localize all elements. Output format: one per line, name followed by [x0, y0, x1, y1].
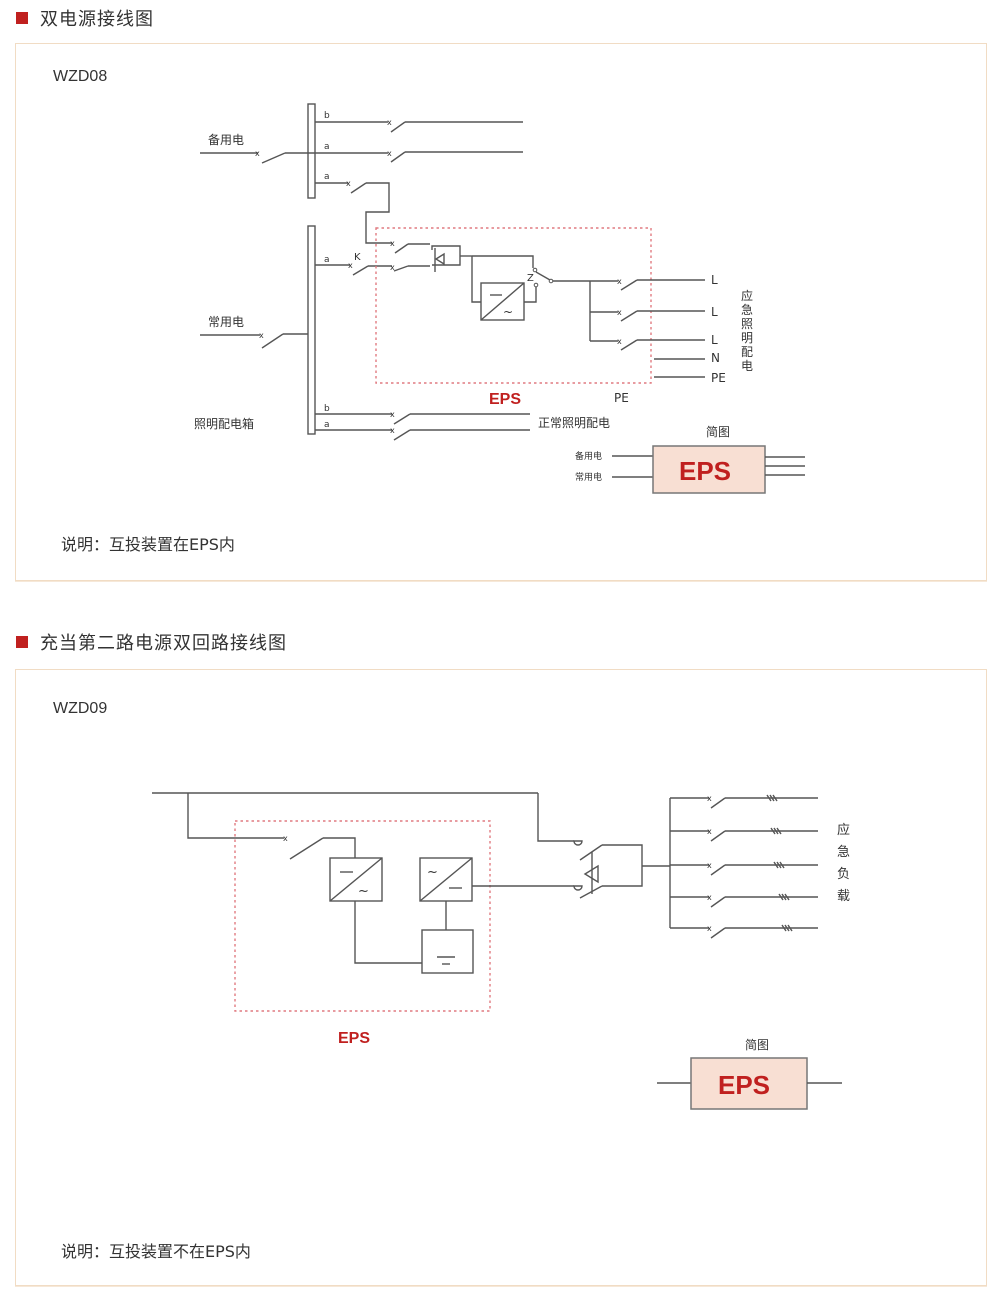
label-switch-k: K	[354, 252, 361, 263]
branch-circuit: x	[670, 924, 818, 939]
simple-input-normal: 常用电	[575, 471, 602, 483]
label-emergency-load: 应 急 负 载	[837, 822, 850, 904]
label-bus-a-top2: a	[324, 172, 330, 182]
branch-circuit: x	[670, 861, 818, 876]
branch-circuit: x	[670, 794, 818, 809]
svg-text:x: x	[707, 794, 712, 803]
diagram-code: WZD08	[53, 68, 108, 85]
label-backup-power: 备用电	[208, 133, 244, 147]
svg-text:~: ~	[358, 884, 369, 899]
svg-text:急: 急	[741, 302, 753, 317]
svg-text:照: 照	[741, 317, 753, 331]
section-title-dual-power: 双电源接线图	[16, 5, 154, 31]
emergency-outputs: x x x	[589, 277, 705, 378]
label-lighting-box: 照明配电箱	[194, 416, 254, 431]
branch-circuit: x	[670, 827, 818, 842]
svg-text:x: x	[707, 827, 712, 836]
svg-text:x: x	[390, 263, 395, 272]
diagram-code: WZD09	[53, 700, 108, 717]
battery-block	[421, 929, 474, 974]
svg-text:x: x	[390, 426, 395, 435]
label-out-pe: PE	[711, 371, 726, 385]
svg-text:x: x	[390, 410, 395, 419]
eps-simple-box	[652, 445, 766, 494]
transfer-switch	[579, 844, 670, 899]
svg-text:配: 配	[741, 345, 753, 359]
svg-text:应: 应	[837, 822, 850, 838]
eps-simple-box	[690, 1057, 808, 1110]
svg-text:~: ~	[503, 305, 513, 319]
svg-text:明: 明	[741, 331, 753, 345]
svg-text:x: x	[259, 331, 264, 340]
svg-text:x: x	[617, 308, 622, 317]
backup-power-bus: x x x x	[200, 103, 523, 244]
simple-diagram-title: 简图	[706, 425, 730, 439]
svg-text:x: x	[387, 118, 392, 127]
label-out-l1: L	[711, 273, 718, 287]
svg-text:x: x	[348, 261, 353, 270]
simple-diagram-wzd08: 简图 备用电 常用电 EPS	[575, 425, 805, 494]
label-switch-z: Z	[527, 273, 534, 284]
svg-text:应: 应	[741, 288, 753, 303]
svg-text:~: ~	[427, 865, 438, 880]
main-feed: x	[152, 792, 583, 860]
label-bus-a-mid: a	[324, 255, 330, 265]
normal-power-bus: x x x x	[200, 225, 530, 441]
simple-diagram-title: 简图	[745, 1038, 769, 1052]
eps-boundary	[375, 227, 652, 384]
transfer-switch: x x	[390, 239, 472, 272]
label-pe-bottom: PE	[614, 391, 629, 405]
svg-text:电: 电	[741, 359, 753, 373]
svg-text:x: x	[255, 149, 260, 158]
svg-text:x: x	[707, 893, 712, 902]
label-out-n: N	[711, 351, 720, 365]
svg-text:x: x	[346, 179, 351, 188]
eps-simple-box-label: EPS	[679, 456, 731, 486]
label-eps: EPS	[489, 391, 521, 408]
diagram-panel-wzd09: WZD09 说明：互投装置不在EPS内	[15, 669, 987, 1286]
label-bus-a-top1: a	[324, 142, 330, 152]
svg-text:x: x	[387, 149, 392, 158]
branch-circuit: x	[670, 893, 818, 908]
svg-text:急: 急	[837, 845, 850, 860]
svg-text:x: x	[617, 277, 622, 286]
label-normal-lighting: 正常照明配电	[538, 416, 610, 430]
diagram-note: 说明：互投装置在EPS内	[61, 535, 235, 554]
svg-text:载: 载	[837, 889, 850, 904]
bullet-square-icon	[16, 636, 28, 648]
branch-circuits: x x x x x	[670, 794, 818, 939]
svg-text:x: x	[283, 834, 288, 843]
label-eps: EPS	[338, 1030, 370, 1047]
label-emergency-lighting: 应 急 照 明 配 电	[741, 288, 753, 373]
svg-text:负: 负	[837, 867, 850, 882]
section-title-second-power: 充当第二路电源双回路接线图	[16, 629, 287, 655]
svg-text:x: x	[617, 337, 622, 346]
label-normal-power: 常用电	[208, 315, 244, 329]
svg-text:x: x	[707, 924, 712, 933]
simple-diagram-wzd09: 简图 EPS	[657, 1038, 842, 1110]
eps-boundary	[234, 820, 491, 1012]
label-bus-a-bottom: a	[324, 420, 330, 430]
label-out-l2: L	[711, 305, 718, 319]
rectifier-block: ~	[329, 857, 422, 964]
diagram-note: 说明：互投装置不在EPS内	[61, 1242, 251, 1261]
label-bus-b-top: b	[324, 111, 330, 121]
simple-input-backup: 备用电	[575, 450, 602, 462]
svg-text:x: x	[707, 861, 712, 870]
inverter-block: ~	[471, 255, 590, 321]
eps-simple-box-label: EPS	[718, 1070, 770, 1100]
section-title-text: 充当第二路电源双回路接线图	[40, 633, 287, 654]
bullet-square-icon	[16, 12, 28, 24]
label-bus-b-bottom: b	[324, 404, 330, 414]
svg-text:x: x	[390, 239, 395, 248]
inverter-block: ~	[419, 857, 583, 955]
label-out-l3: L	[711, 333, 718, 347]
section-title-text: 双电源接线图	[40, 9, 154, 30]
